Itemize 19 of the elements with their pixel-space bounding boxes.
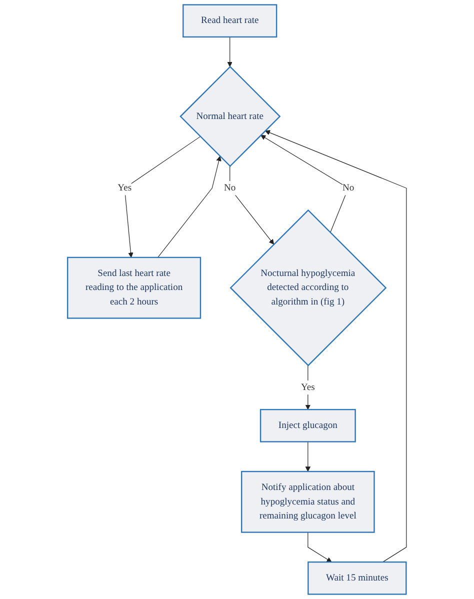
- arrow: [124, 136, 201, 258]
- arrow: [305, 441, 311, 472]
- arrow: [230, 166, 274, 245]
- edge-label: Yes: [118, 182, 132, 193]
- node-diamond: Normal heart rate: [180, 66, 281, 167]
- arrow: [264, 130, 407, 562]
- node-box: Inject glucagon: [260, 408, 356, 442]
- arrow: [305, 365, 311, 410]
- arrow: [227, 36, 232, 67]
- arrow: [158, 156, 222, 258]
- arrow: [308, 532, 332, 562]
- node-box: Notify application about hypoglycemia status and remaining glucagon level: [241, 470, 375, 533]
- node-box: Read heart rate: [182, 4, 278, 38]
- edge-label: Yes: [300, 382, 315, 392]
- edge-label: No: [342, 182, 354, 193]
- node-box: Send last heart rate reading to the application each 2 hours: [67, 256, 202, 319]
- node-diamond: Nocturnal hypoglycemia detected according to algorithm in (fig 1): [230, 209, 387, 366]
- edge-label: No: [224, 182, 236, 193]
- node-box: Wait 15 minutes: [308, 561, 407, 595]
